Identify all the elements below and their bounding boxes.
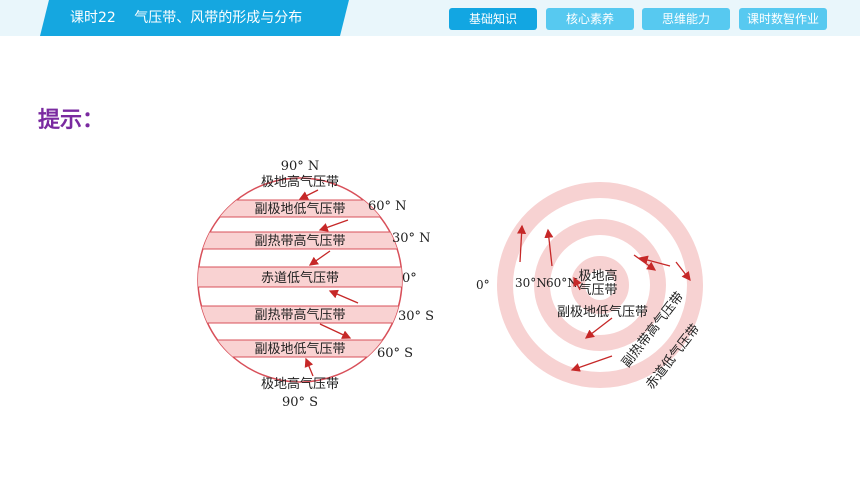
band-subpolar-low-north: 副极地低气压带 bbox=[254, 201, 345, 217]
globe-wind-arrows bbox=[298, 189, 359, 377]
polar-lat-60n-label: 60°N bbox=[546, 276, 578, 290]
band-subpolar-low-south: 副极地低气压带 bbox=[254, 341, 345, 357]
nav-button-core-literacy[interactable]: 核心素养 bbox=[546, 8, 634, 30]
polar-lat-30n-label: 30°N bbox=[515, 276, 547, 290]
lat-0-label: 0° bbox=[402, 271, 417, 286]
polar-high-label-line2: 气压带 bbox=[578, 282, 617, 298]
band-equatorial-low: 赤道低气压带 bbox=[261, 270, 339, 286]
polar-high-label-line1: 极地高 bbox=[578, 268, 617, 284]
lat-60n-label: 60° N bbox=[368, 199, 407, 214]
nav-button-homework[interactable]: 课时数智作业 bbox=[739, 8, 827, 30]
lesson-title: 课时22 气压带、风带的形成与分布 bbox=[70, 10, 303, 26]
polar-wind-arrows bbox=[517, 224, 691, 372]
band-subtropical-high-south: 副热带高气压带 bbox=[254, 307, 345, 323]
lat-90n-label: 90° N bbox=[281, 159, 320, 174]
polar-lat-0-label: 0° bbox=[476, 278, 490, 292]
nav-button-thinking-ability[interactable]: 思维能力 bbox=[642, 8, 730, 30]
nav-button-basic-knowledge[interactable]: 基础知识 bbox=[449, 8, 537, 30]
band-subtropical-high-north: 副热带高气压带 bbox=[254, 233, 345, 249]
ring-label-subpolar-low: 副极地低气压带 bbox=[557, 304, 648, 320]
band-polar-high-south: 极地高气压带 bbox=[261, 376, 339, 392]
globe-diagram: 90° N 极地高气压带 副极地低气压带 副热带高气压带 赤道低气压带 副热带高… bbox=[197, 159, 434, 410]
polar-diagram: 0° 30°N 60°N 极地高 气压带 副极地低气压带 副热带高气压带 赤道低… bbox=[476, 182, 703, 392]
globe-bands bbox=[198, 199, 402, 358]
lat-30n-label: 30° N bbox=[392, 231, 431, 246]
lat-90s-label: 90° S bbox=[282, 395, 318, 410]
lat-30s-label: 30° S bbox=[398, 309, 434, 324]
band-polar-high-north: 极地高气压带 bbox=[261, 174, 339, 190]
hint-label: 提示： bbox=[38, 108, 105, 133]
lat-60s-label: 60° S bbox=[377, 346, 413, 361]
